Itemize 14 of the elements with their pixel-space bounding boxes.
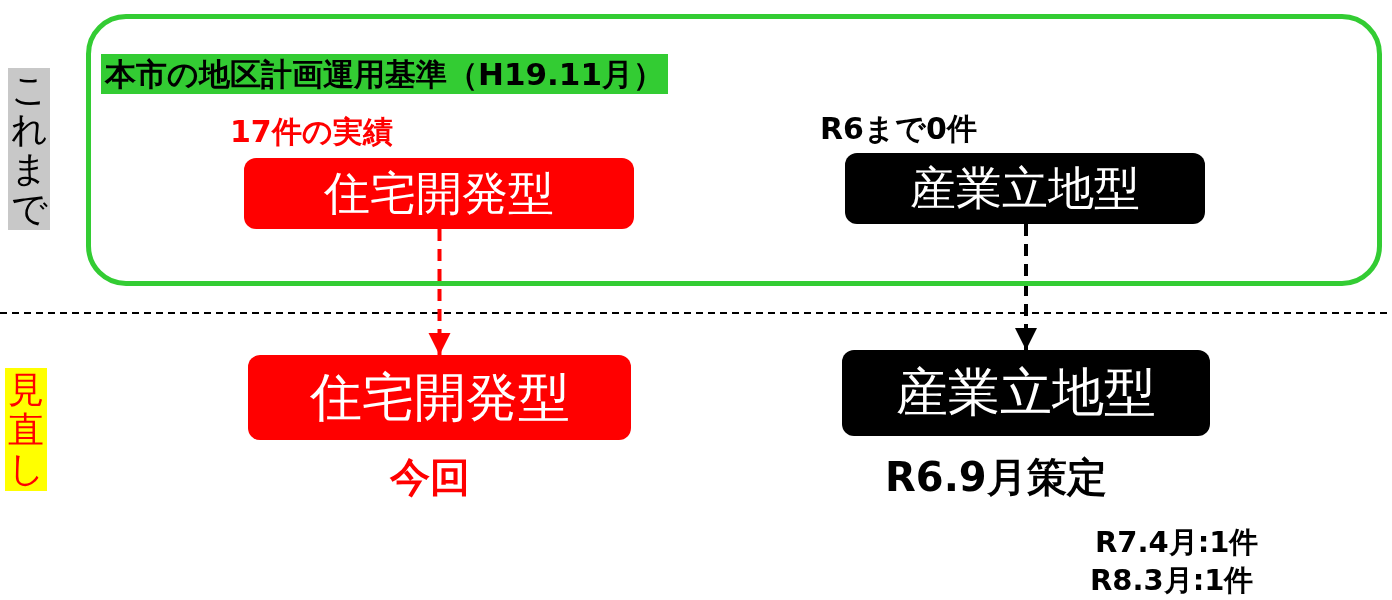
section-label: これまで	[8, 68, 50, 231]
node-caption: R6まで0件	[820, 112, 977, 145]
type-box: 住宅開発型	[244, 158, 634, 229]
type-box: 産業立地型	[842, 350, 1210, 436]
group-frame	[86, 14, 1382, 286]
frame-heading: 本市の地区計画運用基準（H19.11月）	[101, 54, 668, 94]
note-text: R7.4月:1件	[1095, 525, 1259, 560]
section-label: 見直し	[5, 368, 47, 491]
node-caption: R6.9月策定	[885, 455, 1107, 499]
type-box: 産業立地型	[845, 153, 1205, 224]
type-box: 住宅開発型	[248, 355, 631, 440]
node-caption: 今回	[390, 455, 470, 499]
note-text: R8.3月:1件	[1090, 563, 1254, 598]
node-caption: 17件の実績	[230, 115, 393, 148]
